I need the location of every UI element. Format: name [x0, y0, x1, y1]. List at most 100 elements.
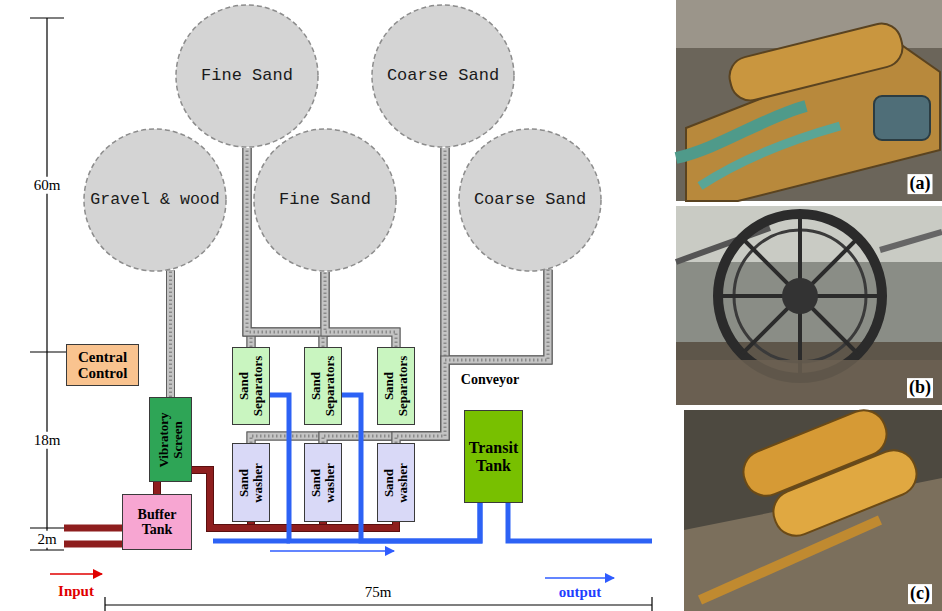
pile-circle: [176, 5, 318, 147]
dimension-tick: [104, 597, 105, 611]
wheel-hub: [782, 278, 818, 314]
flow-label: output: [557, 584, 604, 601]
node-label: Fine Sand: [279, 191, 371, 210]
washer-box: Sand washer: [304, 443, 342, 522]
conveyor: [396, 148, 445, 443]
connector-stroke: [251, 148, 445, 443]
conveyor: [247, 148, 323, 347]
water-pipe: [270, 395, 480, 541]
pile-outline: [458, 128, 602, 272]
pile-outline: [83, 128, 227, 272]
connector-stroke: [247, 148, 396, 347]
tank-box: Transit Tank: [464, 410, 523, 503]
dimension: 2m: [35, 531, 58, 548]
washer-box: Sand washer: [232, 443, 270, 522]
part-name: Conveyor: [459, 372, 521, 387]
pile-outline: [253, 128, 397, 272]
connector-stroke: [153, 482, 161, 494]
connector-stroke: [251, 148, 445, 443]
pile-circle: [372, 5, 514, 147]
conveyor: [251, 148, 445, 443]
node-label: Central Control: [70, 349, 135, 382]
connector-stroke: [323, 148, 445, 443]
photo-c: [684, 404, 942, 611]
connector-stroke: [270, 395, 480, 541]
connector-stroke: [167, 270, 174, 397]
photo-a: [676, 0, 942, 201]
pile-outline: [175, 4, 319, 148]
connector-stroke: [323, 148, 445, 443]
connector-stroke: [323, 270, 548, 443]
conveyor: [170, 270, 171, 397]
pipe: [64, 541, 122, 548]
connector-stroke: [192, 470, 251, 528]
pipe: [64, 525, 122, 532]
connector-stroke: [323, 270, 548, 443]
connector-stroke: [192, 470, 396, 528]
connector-stroke: [192, 470, 396, 528]
connector-stroke: [325, 272, 396, 347]
conveyor: [880, 232, 942, 250]
dimension: 75m: [363, 584, 394, 601]
connector-stroke: [396, 148, 445, 443]
connector-stroke: [342, 395, 480, 541]
dimension-tick: [30, 549, 64, 550]
shaft: [700, 520, 880, 600]
sand-pile: Coarse Sand: [371, 4, 515, 148]
connector-stroke: [192, 470, 251, 528]
washer-box: Sand washer: [377, 443, 415, 522]
photo-ground: [676, 0, 942, 201]
dimension-lines: [30, 18, 652, 611]
screen-box: Vibratory Screen: [149, 397, 192, 482]
wheel: [718, 214, 882, 378]
connector-stroke: [154, 482, 160, 494]
node-label: Fine Sand: [201, 67, 293, 86]
photo-ground: [676, 360, 942, 405]
pile-outline: [371, 4, 515, 148]
water-lines: [213, 503, 652, 541]
photo-tag: (c): [908, 584, 932, 604]
photo-ground: [676, 206, 942, 405]
conveyor: [323, 148, 445, 443]
separator-box: Sand Separators: [377, 347, 415, 425]
connector-stroke: [323, 270, 548, 443]
slurry-pipe: [157, 482, 158, 494]
dimension: 60m: [32, 177, 63, 194]
photo-b: [676, 206, 942, 405]
water-pipe: [508, 503, 652, 541]
node-label: Coarse Sand: [387, 67, 499, 86]
dimension-tick: [30, 351, 66, 352]
tank-box: Buffer Tank: [122, 494, 192, 550]
conveyor: [247, 148, 396, 347]
slurry-pipe: [192, 470, 396, 528]
cylinder: [767, 444, 923, 543]
sand-pile: Fine Sand: [253, 128, 397, 272]
pile-circle: [84, 129, 226, 271]
sand-pile: Fine Sand: [175, 4, 319, 148]
separator-box: Sand Separators: [232, 347, 270, 425]
pipe: [676, 106, 806, 158]
node-label: Sand Separators: [309, 351, 338, 421]
node-label: Coarse Sand: [474, 191, 586, 210]
flow-arrow: [270, 550, 394, 552]
water-pipe: [213, 539, 290, 544]
connector-stroke: [247, 148, 323, 347]
conveyor: [325, 272, 396, 347]
control-room: Central Control: [66, 344, 139, 386]
pile-circle: [254, 129, 396, 271]
flow-label: Input: [56, 583, 96, 600]
connector-stroke: [247, 148, 396, 347]
conveyor: [396, 270, 548, 443]
connector-stroke: [325, 272, 396, 347]
dimension-tick: [651, 597, 652, 611]
sand-pile: Coarse Sand: [458, 128, 602, 272]
wheel-spokes: [718, 214, 882, 378]
conveyor: [323, 270, 548, 443]
dimension-tick: [30, 527, 64, 528]
connector-stroke: [325, 272, 396, 347]
connector-stroke: [169, 270, 172, 397]
water-pipe: [342, 395, 480, 541]
